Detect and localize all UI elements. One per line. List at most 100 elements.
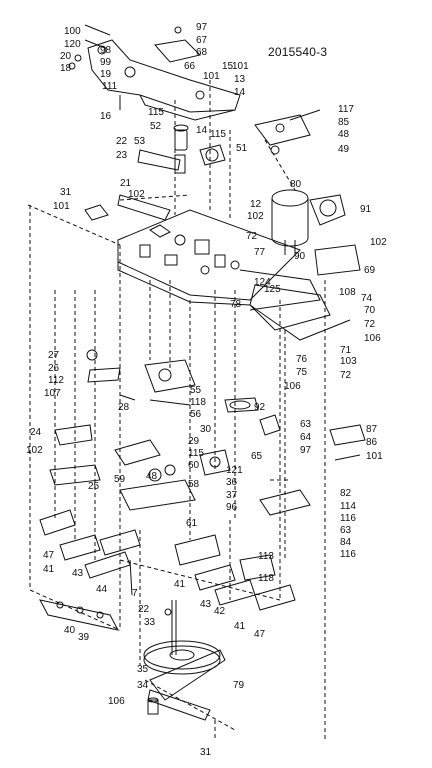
callout-label: 66 <box>184 61 196 72</box>
callout-label: 39 <box>78 632 90 643</box>
callout-label: 79 <box>233 680 245 691</box>
callout-label: 101 <box>53 201 70 212</box>
callout-label: 63 <box>300 419 312 430</box>
callout-label: 12 <box>250 199 262 210</box>
callout-label: 13 <box>234 74 246 85</box>
callout-label: 72 <box>364 319 376 330</box>
callout-label: 35 <box>137 664 149 675</box>
callout-label: 29 <box>188 436 200 447</box>
callout-label: 76 <box>296 354 308 365</box>
callout-label: 102 <box>370 237 387 248</box>
callout-label: 115 <box>188 448 204 459</box>
callout-label: 115 <box>148 107 164 118</box>
lower-parts <box>39 509 296 631</box>
callout-label: 85 <box>338 117 350 128</box>
callout-label: 42 <box>214 606 226 617</box>
callout-label: 60 <box>188 460 200 471</box>
callout-label: 26 <box>48 363 60 374</box>
callout-label: 70 <box>364 305 376 316</box>
callout-label: 97 <box>300 445 312 456</box>
callout-label: 24 <box>30 427 42 438</box>
callout-label: 53 <box>134 136 146 147</box>
callout-label: 23 <box>116 150 128 161</box>
callout-label: 40 <box>64 625 76 636</box>
callout-label: 27 <box>48 350 60 361</box>
callout-label: 71 <box>340 345 352 356</box>
callout-label: 115 <box>210 129 226 140</box>
document-number: 2015540-3 <box>268 45 328 59</box>
callout-label: 99 <box>100 57 112 68</box>
callout-label: 91 <box>360 204 372 215</box>
callout-label: 58 <box>188 479 200 490</box>
callout-label: 36 <box>226 477 238 488</box>
callout-label: 113 <box>258 551 274 562</box>
callout-label: 102 <box>26 445 43 456</box>
flywheel-assembly <box>143 600 226 721</box>
callout-label: 101 <box>232 61 249 72</box>
callout-label: 86 <box>366 437 378 448</box>
callout-label: 33 <box>144 617 156 628</box>
callout-label: 107 <box>44 388 61 399</box>
callout-label: 15 <box>222 61 234 72</box>
callout-label: 44 <box>96 584 108 595</box>
callout-label: 22 <box>138 604 150 615</box>
callout-label: 112 <box>48 375 64 386</box>
callout-label: 56 <box>190 409 202 420</box>
callout-label: 78 <box>230 299 242 310</box>
callout-label: 41 <box>234 621 246 632</box>
callout-label: 118 <box>258 573 274 584</box>
callout-label: 114 <box>340 501 356 512</box>
callout-label: 52 <box>150 121 162 132</box>
callout-label: 48 <box>338 129 350 140</box>
callout-label: 121 <box>226 465 243 476</box>
callout-label: 117 <box>338 104 354 115</box>
callout-label: 16 <box>100 111 112 122</box>
main-chassis <box>117 209 351 341</box>
middle-parts <box>49 349 366 516</box>
callout-label: 21 <box>120 178 132 189</box>
callout-label: 96 <box>226 502 238 513</box>
callout-label: 106 <box>108 696 125 707</box>
callout-label: 14 <box>234 87 246 98</box>
callout-label: 69 <box>364 265 376 276</box>
callout-label: 97 <box>196 22 208 33</box>
callout-label: 47 <box>43 550 55 561</box>
callout-label: 74 <box>361 293 373 304</box>
callout-label: 65 <box>251 451 263 462</box>
callout-label: 100 <box>64 26 81 37</box>
callout-label: 55 <box>190 385 202 396</box>
callout-label: 118 <box>190 397 206 408</box>
callout-label: 75 <box>296 367 308 378</box>
callout-label: 103 <box>340 356 357 367</box>
callout-label: 72 <box>246 231 258 242</box>
callout-label: 61 <box>186 518 198 529</box>
callout-label: 68 <box>196 47 208 58</box>
callout-label: 120 <box>64 39 81 50</box>
callout-label: 47 <box>254 629 266 640</box>
callout-label: 28 <box>118 402 130 413</box>
callout-label: 116 <box>340 549 356 560</box>
callout-label: 31 <box>60 187 72 198</box>
callout-label: 7 <box>132 588 138 599</box>
callout-label: 18 <box>60 63 72 74</box>
callout-label: 84 <box>340 537 352 548</box>
callout-label: 14 <box>196 125 208 136</box>
callout-label: 102 <box>128 189 145 200</box>
callout-label: 72 <box>340 370 352 381</box>
callout-label: 30 <box>200 424 212 435</box>
top-bracket <box>68 24 241 121</box>
callout-label: 37 <box>226 490 238 501</box>
callout-label: 125 <box>264 284 281 295</box>
assembly-guides <box>27 80 326 740</box>
callout-label: 82 <box>340 488 352 499</box>
callout-label: 64 <box>300 432 312 443</box>
callout-label: 106 <box>364 333 381 344</box>
callout-label: 80 <box>290 179 302 190</box>
callout-label: 19 <box>100 69 112 80</box>
callout-label: 101 <box>366 451 383 462</box>
callout-label: 20 <box>60 51 72 62</box>
motor-assembly <box>271 189 361 276</box>
callout-label: 43 <box>72 568 84 579</box>
callout-label: 90 <box>294 251 306 262</box>
